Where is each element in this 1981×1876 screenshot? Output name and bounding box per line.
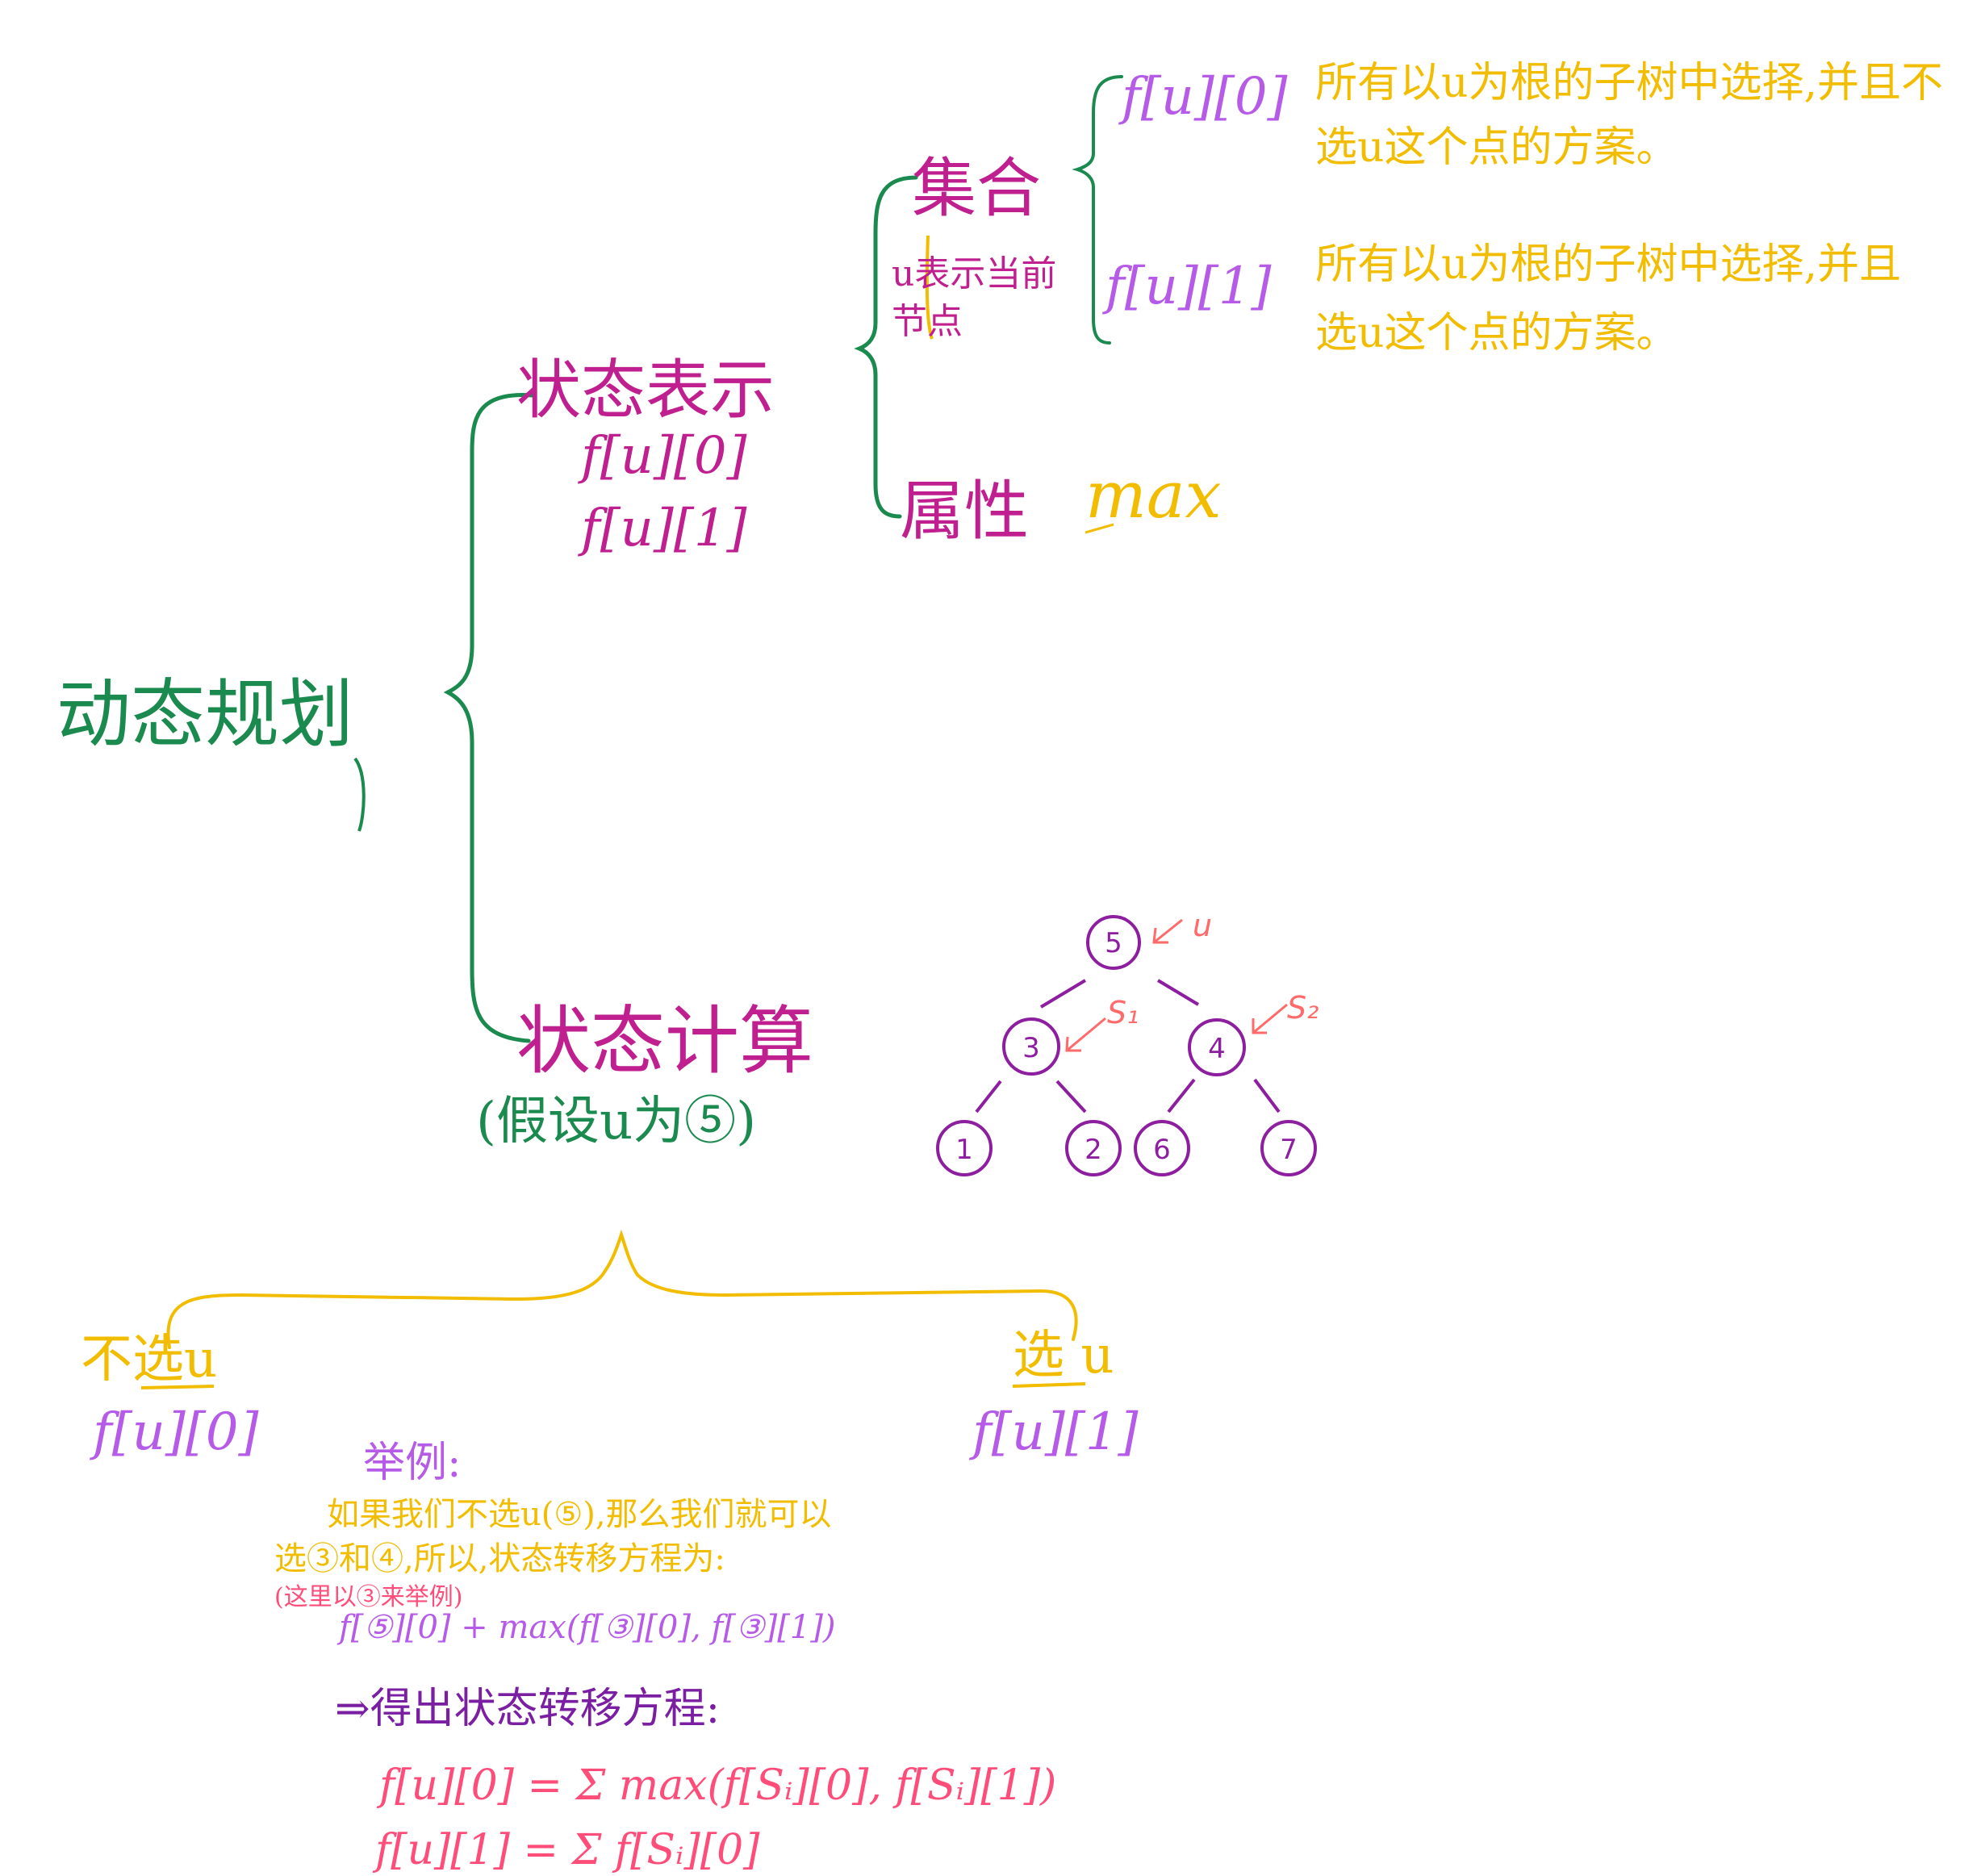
set-item-0-label: f[u][0]	[1122, 67, 1288, 127]
select-underline	[1012, 1382, 1086, 1388]
s2-pointer-label: S₂	[1287, 990, 1319, 1026]
node-6	[1134, 1120, 1190, 1176]
node-1-label: 1	[955, 1134, 973, 1166]
conclusion-eq-1: f[u][0] = Σ max(f[Sᵢ][0], f[Sᵢ][1])	[379, 1761, 1057, 1810]
state-rep-brace	[854, 175, 918, 519]
node-7-label: 7	[1280, 1134, 1298, 1166]
select-title: 选 u	[1013, 1326, 1114, 1385]
node-2-label: 2	[1085, 1134, 1102, 1166]
set-item-1-desc-1: 所有以u为根的子树中选择,并且	[1315, 240, 1902, 289]
set-item-1-label: f[u][1]	[1105, 257, 1272, 316]
state-calc-title: 状态计算	[516, 998, 814, 1084]
conclusion-title: ⇒得出状态转移方程:	[335, 1685, 721, 1733]
arrow-s2	[1252, 1003, 1288, 1034]
set-brace	[1072, 75, 1123, 345]
arrow-u-head	[1152, 927, 1168, 944]
root-underline	[353, 757, 366, 832]
state-calc-note: (假设u为⑤)	[476, 1092, 757, 1151]
node-7	[1260, 1120, 1317, 1176]
node-3-label: 3	[1022, 1032, 1040, 1064]
set-title: 集合	[912, 151, 1041, 226]
state-rep-f1: f[u][1]	[581, 499, 747, 558]
state-rep-title: 状态表示	[516, 353, 775, 428]
node-3	[1002, 1017, 1060, 1076]
example-formula: f[⑤][0] + max(f[③][0], f[③][1])	[339, 1609, 836, 1646]
example-title: 举例:	[363, 1439, 462, 1487]
arrow-s1	[1066, 1017, 1106, 1052]
node-1	[936, 1120, 993, 1176]
edge-3-2	[1055, 1080, 1087, 1113]
example-note: (这里以③来举例)	[274, 1583, 463, 1611]
select-formula: f[u][1]	[972, 1402, 1139, 1462]
node-4-label: 4	[1208, 1033, 1226, 1065]
s1-pointer-label: S₁	[1107, 995, 1139, 1030]
node-4	[1188, 1018, 1246, 1076]
root-brace	[443, 393, 535, 1043]
arrow-u	[1153, 918, 1183, 944]
unselect-title: 不选u	[81, 1330, 218, 1389]
edge-3-1	[975, 1080, 1002, 1113]
example-line-1: 如果我们不选u(⑤),那么我们就可以	[327, 1496, 832, 1533]
unselect-formula: f[u][0]	[93, 1402, 259, 1462]
set-item-1-desc-2: 选u这个点的方案。	[1315, 309, 1678, 357]
arrow-s1-head	[1065, 1036, 1081, 1052]
node-5	[1086, 915, 1141, 970]
set-note: u表示当前节点	[892, 253, 1057, 343]
state-rep-f0: f[u][0]	[581, 426, 747, 486]
set-item-0-desc-2: 选u这个点的方案。	[1315, 123, 1678, 172]
conclusion-eq-2: f[u][1] = Σ f[Sᵢ][0]	[375, 1826, 760, 1874]
attr-title: 属性	[900, 474, 1029, 549]
arrow-s2-head	[1252, 1018, 1267, 1034]
set-underline	[925, 235, 934, 340]
u-pointer-label: u	[1193, 908, 1212, 943]
example-line-2: 选③和④,所以,状态转移方程为:	[274, 1540, 725, 1577]
tree	[936, 915, 1317, 1176]
edge-4-6	[1167, 1078, 1196, 1113]
edge-5-4	[1156, 979, 1200, 1006]
attr-value: max	[1085, 458, 1222, 533]
edge-4-7	[1253, 1078, 1281, 1113]
node-2	[1065, 1120, 1122, 1176]
calc-brace	[166, 1229, 1078, 1349]
root-title: 动态规划	[56, 671, 354, 758]
max-underline	[1085, 523, 1114, 534]
node-5-label: 5	[1105, 927, 1122, 959]
node-6-label: 6	[1153, 1134, 1171, 1166]
set-item-0-desc-1: 所有以u为根的子树中选择,并且不	[1315, 59, 1944, 107]
edge-5-3	[1039, 979, 1087, 1009]
unselect-underline	[140, 1385, 215, 1389]
